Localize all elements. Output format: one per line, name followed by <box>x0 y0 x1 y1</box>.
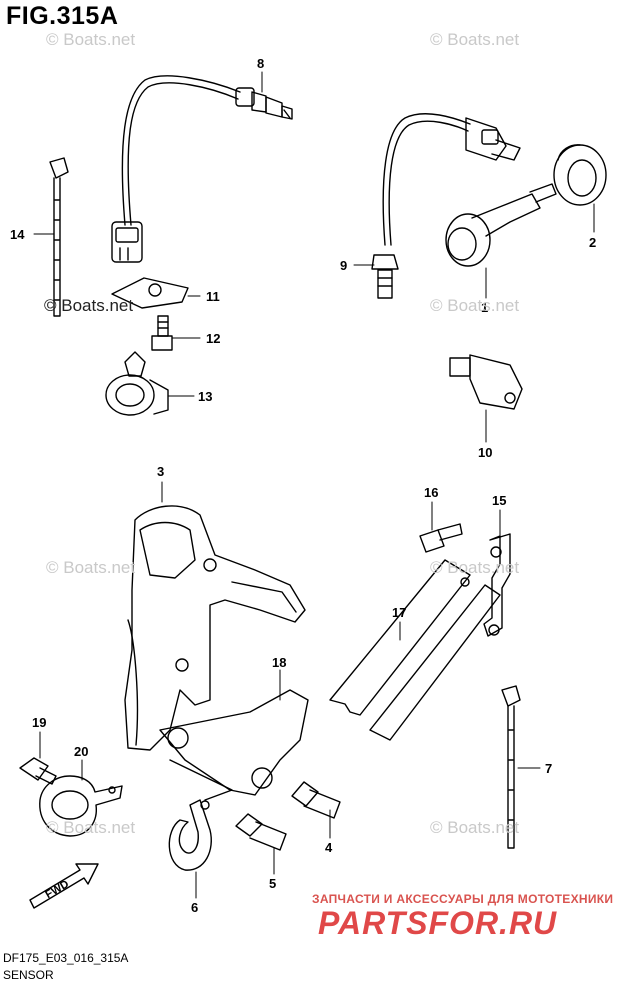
part-5-bolt[interactable] <box>235 813 287 851</box>
leader-lines <box>33 71 595 899</box>
figure-title: FIG.315A <box>6 2 119 30</box>
watermark: © Boats.net <box>44 296 134 315</box>
part-12-bolt[interactable] <box>151 315 173 351</box>
part-11-clamp-plate[interactable] <box>111 277 189 309</box>
figure-name: SENSOR <box>3 968 54 982</box>
callout-1: 1 <box>481 300 488 315</box>
callout-4: 4 <box>325 840 333 855</box>
part-4-bolt[interactable] <box>291 781 341 819</box>
watermark: © Boats.net <box>46 558 136 577</box>
part-7-cable-tie[interactable] <box>501 685 521 849</box>
callout-8: 8 <box>257 56 264 71</box>
part-19-bolt[interactable] <box>19 757 57 785</box>
part-10-sensor[interactable] <box>449 354 523 410</box>
callout-18: 18 <box>272 655 286 670</box>
part-1-sensor[interactable] <box>445 183 557 267</box>
callout-16: 16 <box>424 485 438 500</box>
watermark: © Boats.net <box>430 558 520 577</box>
callout-13: 13 <box>198 389 212 404</box>
watermark: © Boats.net <box>46 818 136 837</box>
watermark: © Boats.net <box>430 30 520 49</box>
part-13-clip[interactable] <box>105 351 169 416</box>
callout-5: 5 <box>269 876 276 891</box>
watermark: © Boats.net <box>46 30 136 49</box>
figure-code: DF175_E03_016_315A <box>3 951 129 965</box>
callout-19: 19 <box>32 715 46 730</box>
watermark: © Boats.net <box>430 296 520 315</box>
fwd-arrow <box>29 863 99 909</box>
callout-15: 15 <box>492 493 506 508</box>
part-3-bracket[interactable] <box>124 505 306 751</box>
part-15-bracket[interactable] <box>483 533 511 637</box>
promo-subtitle: ЗАПЧАСТИ И АКСЕССУАРЫ ДЛЯ МОТОТЕХНИКИ <box>312 892 614 906</box>
part-18-plate[interactable] <box>159 689 309 801</box>
part-8-sensor-harness[interactable] <box>111 75 293 263</box>
watermark: © Boats.net <box>430 818 520 837</box>
part-9-sensor-harness[interactable] <box>371 113 521 299</box>
callout-14: 14 <box>10 227 25 242</box>
callout-20: 20 <box>74 744 88 759</box>
callout-12: 12 <box>206 331 220 346</box>
part-6-clip[interactable] <box>168 799 212 871</box>
callout-6: 6 <box>191 900 198 915</box>
part-17-bracket-arm[interactable] <box>329 559 501 741</box>
fwd-label: FWD <box>43 878 71 901</box>
part-2-grommet[interactable] <box>553 144 607 206</box>
callout-10: 10 <box>478 445 492 460</box>
part-16-bolt[interactable] <box>419 523 463 553</box>
callout-11: 11 <box>206 289 220 304</box>
callout-2: 2 <box>589 235 596 250</box>
part-20-clamp[interactable] <box>39 775 123 837</box>
callout-7: 7 <box>545 761 552 776</box>
callout-group: 8 14 11 12 13 9 1 2 10 3 16 15 17 18 7 1… <box>10 56 596 915</box>
callout-3: 3 <box>157 464 164 479</box>
part-14-cable-tie[interactable] <box>49 157 69 317</box>
callout-9: 9 <box>340 258 347 273</box>
callout-17: 17 <box>392 605 406 620</box>
promo-logo: PARTSFOR.RU <box>318 905 558 941</box>
